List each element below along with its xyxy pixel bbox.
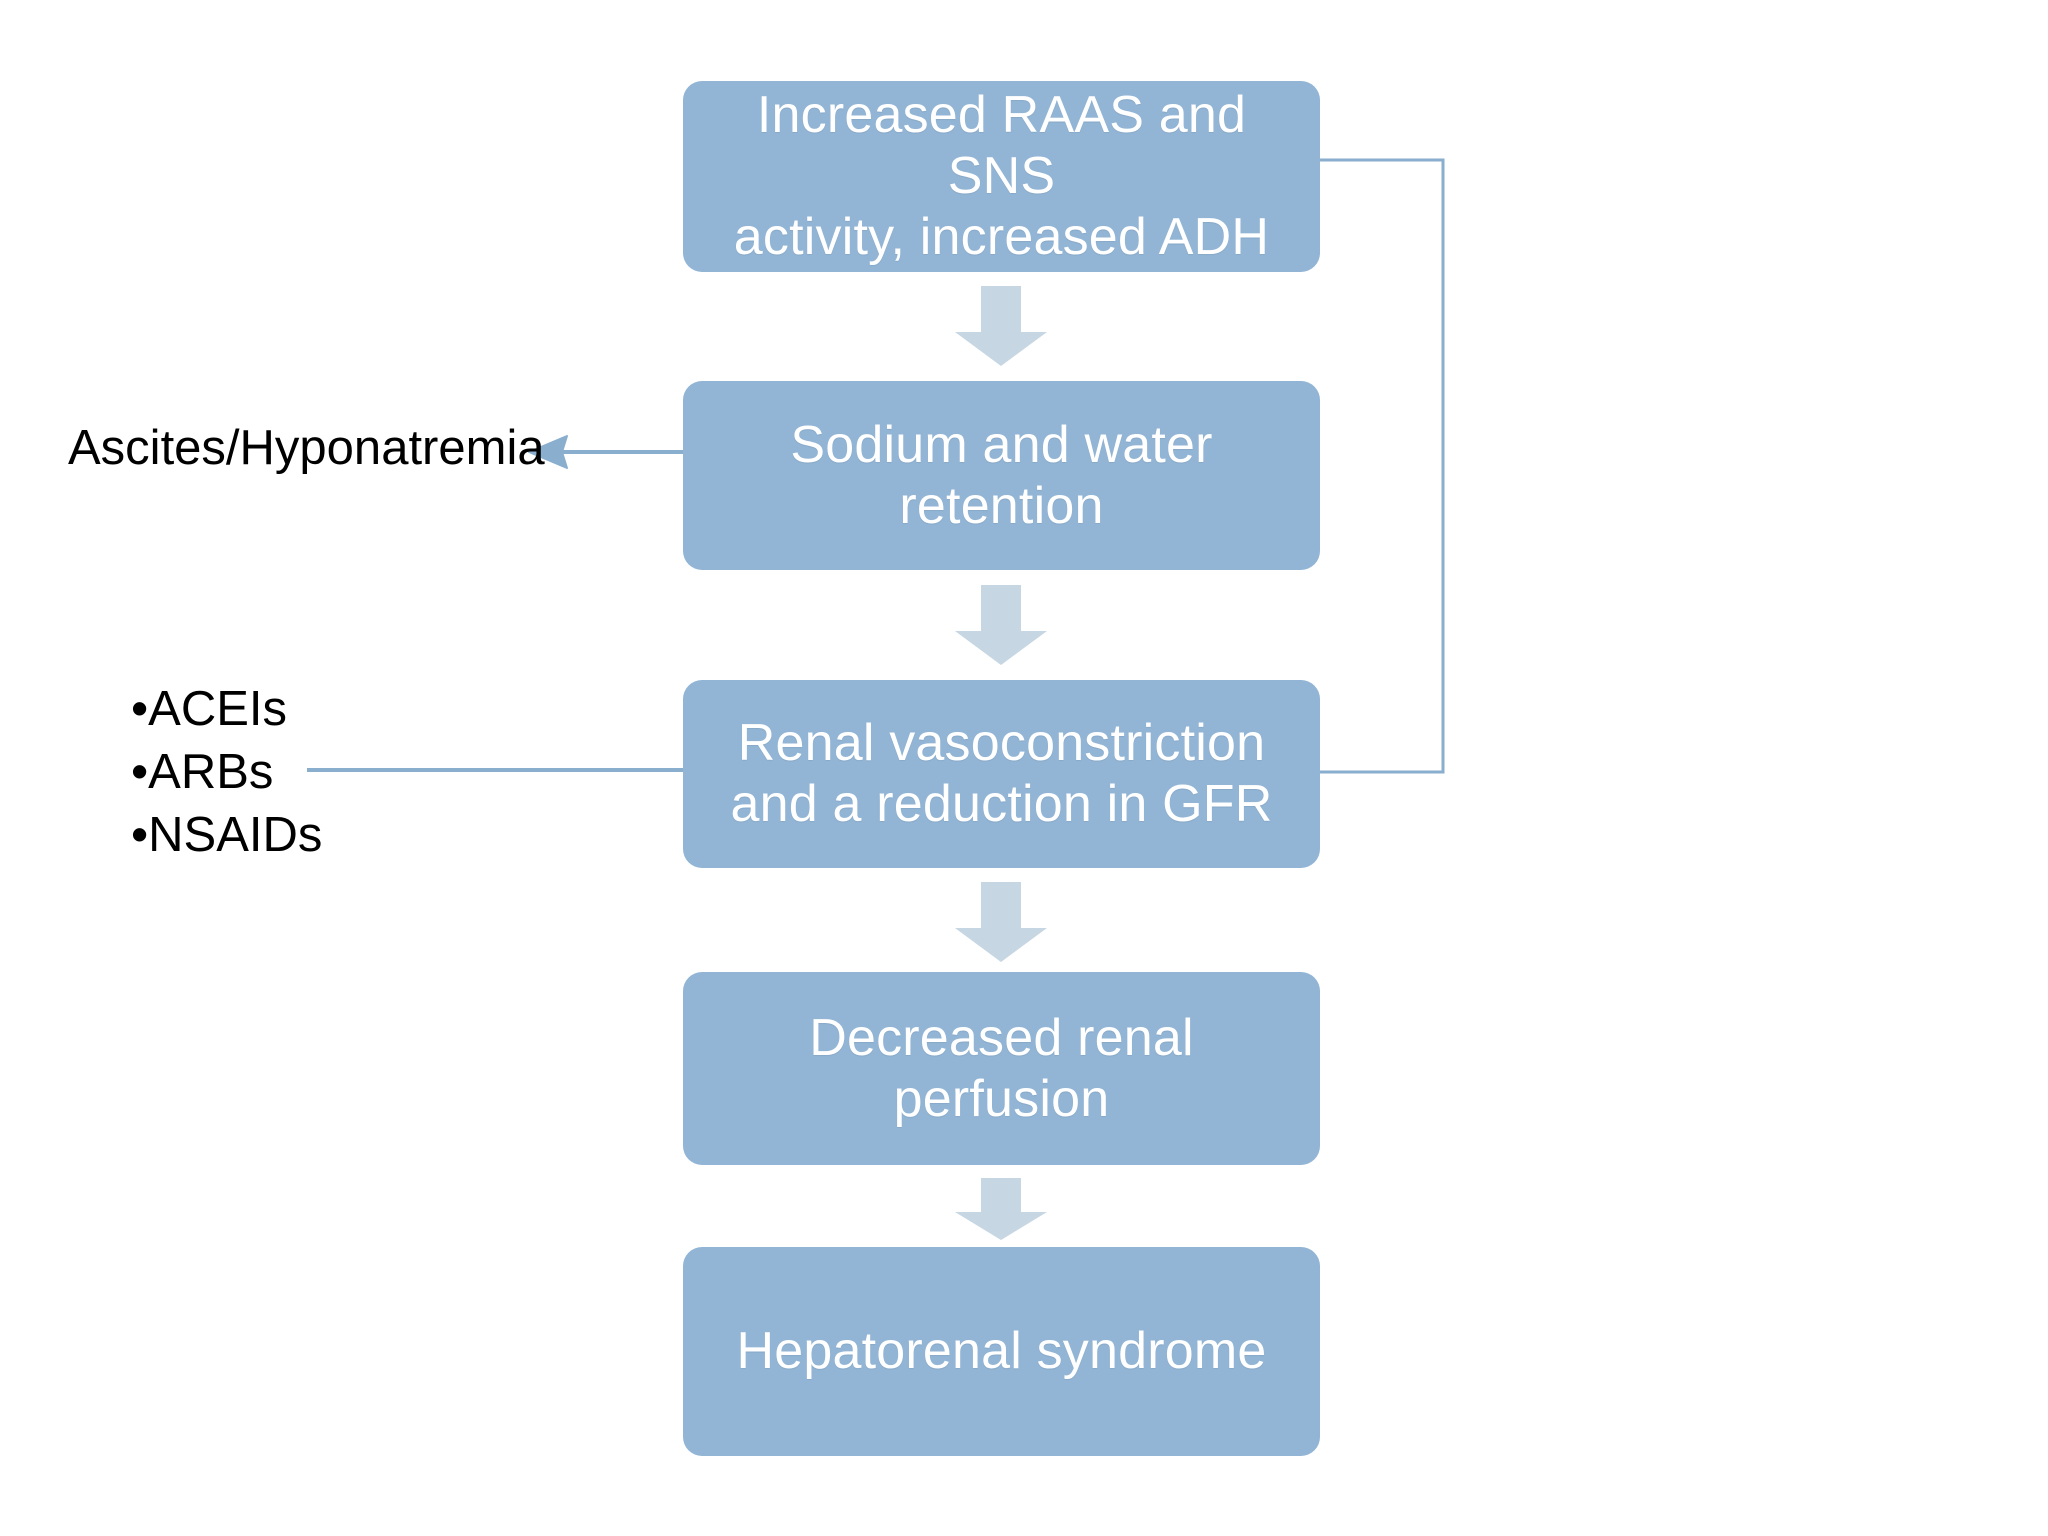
down-arrow-icon — [955, 1178, 1047, 1240]
list-item: •NSAIDs — [131, 808, 323, 862]
flow-node-text: Hepatorenal syndrome — [736, 1322, 1267, 1381]
flow-node-decreased-renal-perfusion[interactable]: Decreased renal perfusion — [683, 972, 1320, 1165]
down-arrow-icon — [955, 585, 1047, 665]
feedback-loop-connector — [1320, 158, 1445, 774]
down-arrow-icon — [955, 882, 1047, 962]
list-item: •ACEIs — [131, 682, 288, 736]
callout-label-ascites: Ascites/Hyponatremia — [68, 421, 545, 475]
list-item: •ARBs — [131, 745, 274, 799]
flow-node-text: Decreased renal perfusion — [809, 1008, 1194, 1128]
down-arrow-icon — [955, 286, 1047, 366]
flow-node-hepatorenal-syndrome[interactable]: Hepatorenal syndrome — [683, 1247, 1320, 1456]
callout-list-drugs: •ACEIs •ARBs •NSAIDs — [131, 678, 322, 867]
